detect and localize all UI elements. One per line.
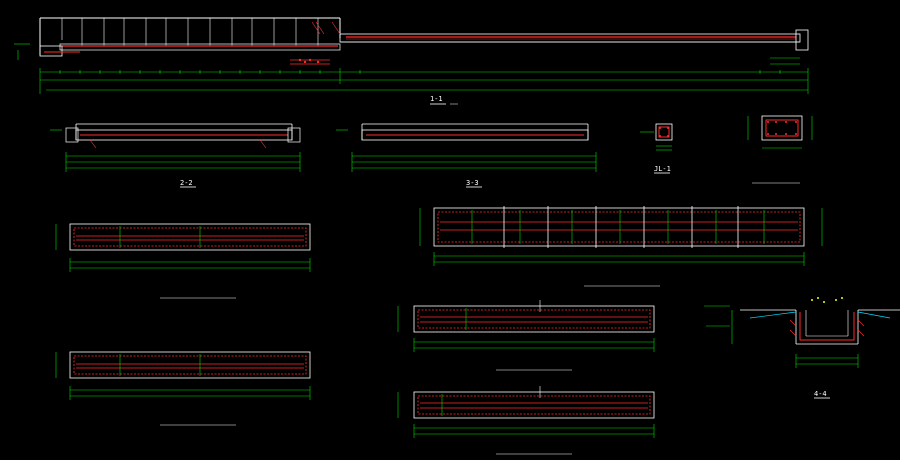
beam-plan-4: [397, 300, 655, 371]
section-3-3-label: 3-3: [466, 179, 479, 187]
section-4-4-drawing: 4-4: [704, 297, 900, 399]
section-jl-1-drawing: JL-1: [640, 123, 673, 174]
section-2-2-label: 2-2: [180, 179, 193, 187]
beam-plan-2: [55, 351, 311, 426]
beam-plan-3: [419, 206, 823, 287]
beam-plan-5: [397, 386, 655, 455]
beam-plan-1: [55, 223, 311, 299]
section-2-2-drawing: 2-2: [50, 123, 301, 188]
section-3-3-drawing: 3-3: [336, 123, 597, 188]
section-1-1-drawing: 1-1: [14, 17, 809, 105]
section-4-4-label: 4-4: [814, 390, 827, 398]
beam-section-detail: [747, 115, 813, 184]
section-1-1-label: 1-1: [430, 95, 443, 103]
section-jl-1-label: JL-1: [654, 165, 671, 173]
